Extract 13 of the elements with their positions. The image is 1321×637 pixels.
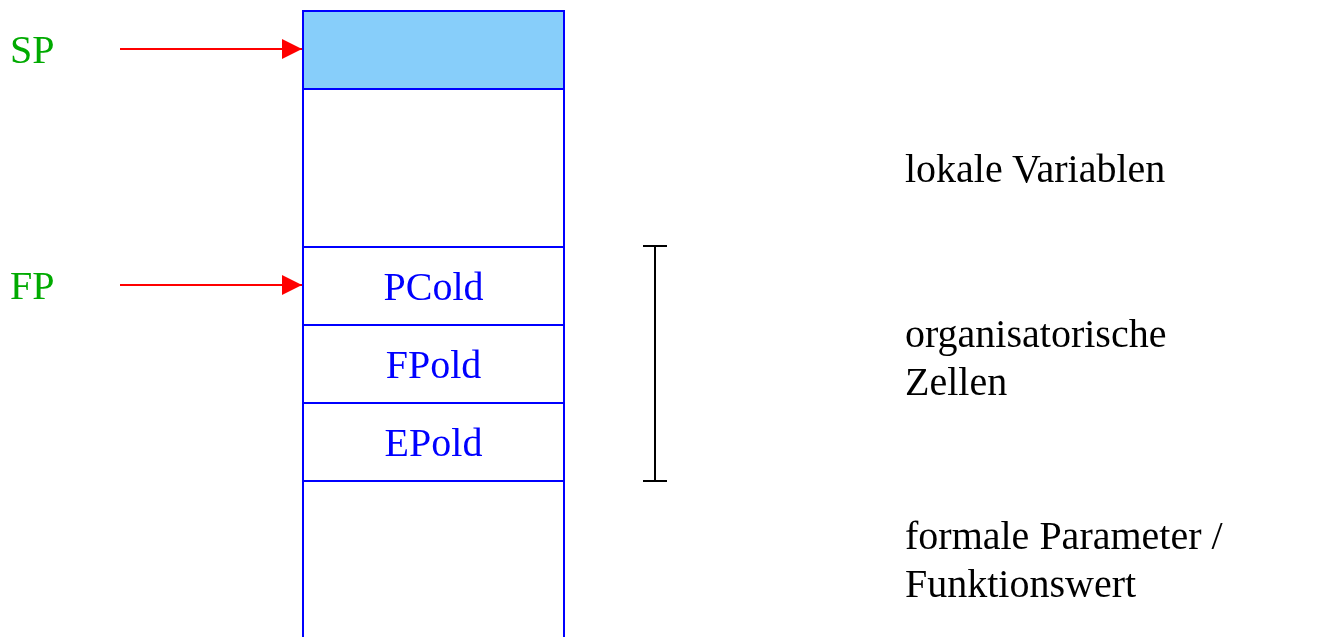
stack-cell: FPold <box>302 324 565 404</box>
arrow <box>119 39 303 59</box>
stack-cell: EPold <box>302 402 565 482</box>
stack-cell <box>302 10 565 90</box>
stack-cell <box>302 88 565 248</box>
arrow <box>119 275 303 295</box>
pointer-label: SP <box>10 24 90 74</box>
stack-cell <box>302 480 565 637</box>
region-label: organisatorische Zellen <box>905 310 1168 406</box>
stack-cell: PCold <box>302 246 565 326</box>
region-label: lokale Variablen <box>905 145 1167 193</box>
pointer-label: FP <box>10 260 90 310</box>
region-label: formale Parameter / Funktionswert <box>905 512 1224 608</box>
